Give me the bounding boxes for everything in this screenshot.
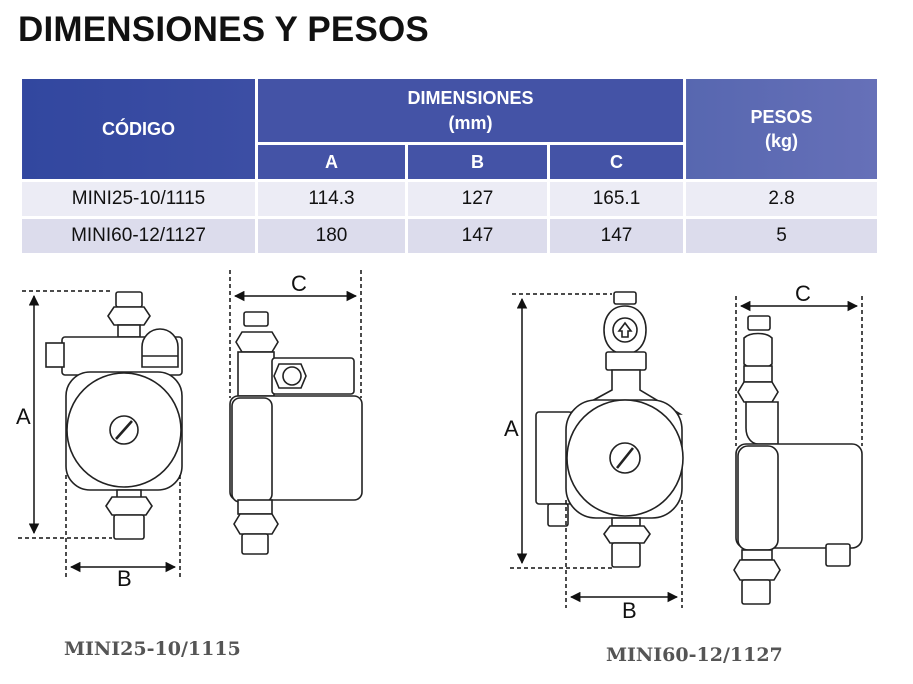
page-title: DIMENSIONES Y PESOS: [18, 10, 429, 49]
pump2-caption: MINI60-12/1127: [606, 644, 783, 666]
pump1-dim-c-label: C: [291, 271, 307, 296]
table-row: MINI25-10/1115 114.3 127 165.1 2.8: [19, 179, 881, 219]
pump1-dim-b-label: B: [117, 566, 132, 591]
pump2-front-dimensions: [510, 293, 683, 608]
pump1-side-dimensions: [229, 270, 362, 398]
cell-c: 147: [546, 216, 687, 256]
header-dimensiones-unit: (mm): [448, 112, 493, 133]
pump1-front-drawing: [45, 291, 183, 540]
header-pesos-unit: (kg): [765, 131, 799, 151]
cell-a: 114.3: [255, 179, 408, 219]
pump1-caption: MINI25-10/1115: [64, 638, 241, 660]
cell-peso: 5: [683, 216, 881, 256]
cell-peso: 2.8: [683, 179, 881, 219]
header-b: B: [405, 142, 550, 182]
cell-b: 147: [405, 216, 550, 256]
pump1-side-drawing: [229, 311, 363, 555]
table-row: MINI60-12/1127 180 147 147 5: [19, 216, 881, 256]
header-c: C: [546, 142, 687, 182]
pump2-side-dimensions: [735, 296, 863, 446]
cell-b: 127: [405, 179, 550, 219]
pump2-dim-c-label: C: [795, 281, 811, 306]
dimensions-weights-table: CÓDIGO DIMENSIONES (mm) PESOS (kg) A B C…: [19, 76, 881, 256]
pump2-front-drawing: [535, 291, 684, 568]
header-pesos-label: PESOS: [750, 106, 813, 127]
cell-codigo: MINI60-12/1127: [19, 216, 258, 256]
header-codigo: CÓDIGO: [19, 76, 258, 182]
header-dimensiones: DIMENSIONES (mm): [254, 76, 687, 145]
pump2-dim-a-label: A: [504, 416, 519, 441]
header-dimensiones-label: DIMENSIONES: [407, 88, 534, 109]
cell-codigo: MINI25-10/1115: [19, 179, 258, 219]
pump1-dim-a-label: A: [16, 404, 31, 429]
pump1-front-dimensions: [18, 290, 181, 578]
header-a: A: [255, 142, 408, 182]
header-pesos: PESOS (kg): [683, 76, 881, 182]
cell-c: 165.1: [546, 179, 687, 219]
pump2-side-drawing: [733, 315, 863, 605]
cell-a: 180: [255, 216, 408, 256]
pump2-dim-b-label: B: [622, 598, 637, 623]
